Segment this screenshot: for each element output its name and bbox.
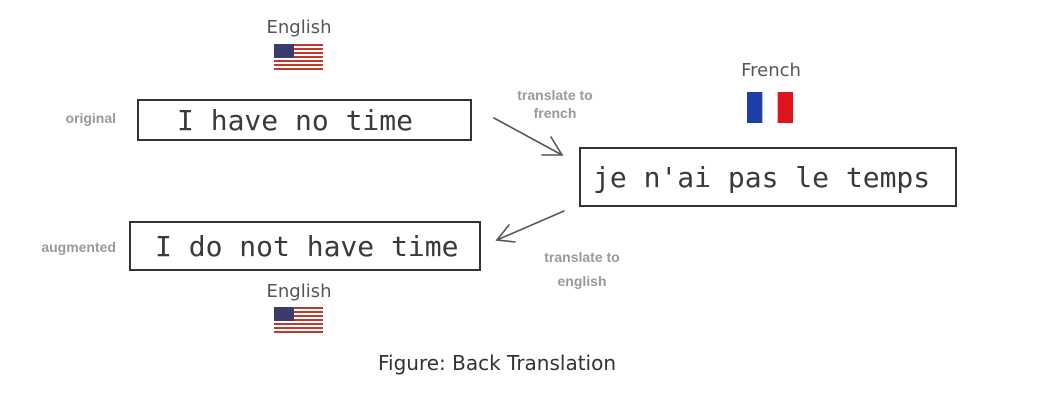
translate-to-english-line2: english <box>557 273 607 289</box>
target-language-label: French <box>741 60 801 81</box>
translate-to-french-line2: french <box>533 105 577 121</box>
augmented-label: augmented <box>41 239 116 255</box>
us-flag-icon <box>274 307 323 333</box>
french-sentence-box: je n'ai pas le temps <box>579 147 957 207</box>
french-sentence: je n'ai pas le temps <box>593 160 931 194</box>
translate-to-french-label: translate to french <box>500 86 610 122</box>
us-flag-icon <box>274 44 323 70</box>
arrow-to-french-icon <box>493 117 564 156</box>
translate-to-english-label: translate to english <box>527 245 637 293</box>
original-sentence-box: I have no time <box>137 99 472 141</box>
original-sentence: I have no time <box>177 103 414 137</box>
augmented-sentence: I do not have time <box>155 229 459 263</box>
augmented-sentence-box: I do not have time <box>129 221 481 271</box>
arrow-to-english-icon <box>495 210 565 243</box>
translate-to-english-line1: translate to <box>544 249 620 265</box>
bottom-language-label: English <box>266 281 332 302</box>
translate-to-french-line1: translate to <box>517 87 593 103</box>
france-flag-icon <box>747 92 793 123</box>
top-language-label: English <box>266 17 332 38</box>
figure-caption: Figure: Back Translation <box>377 351 617 375</box>
original-label: original <box>65 110 116 126</box>
